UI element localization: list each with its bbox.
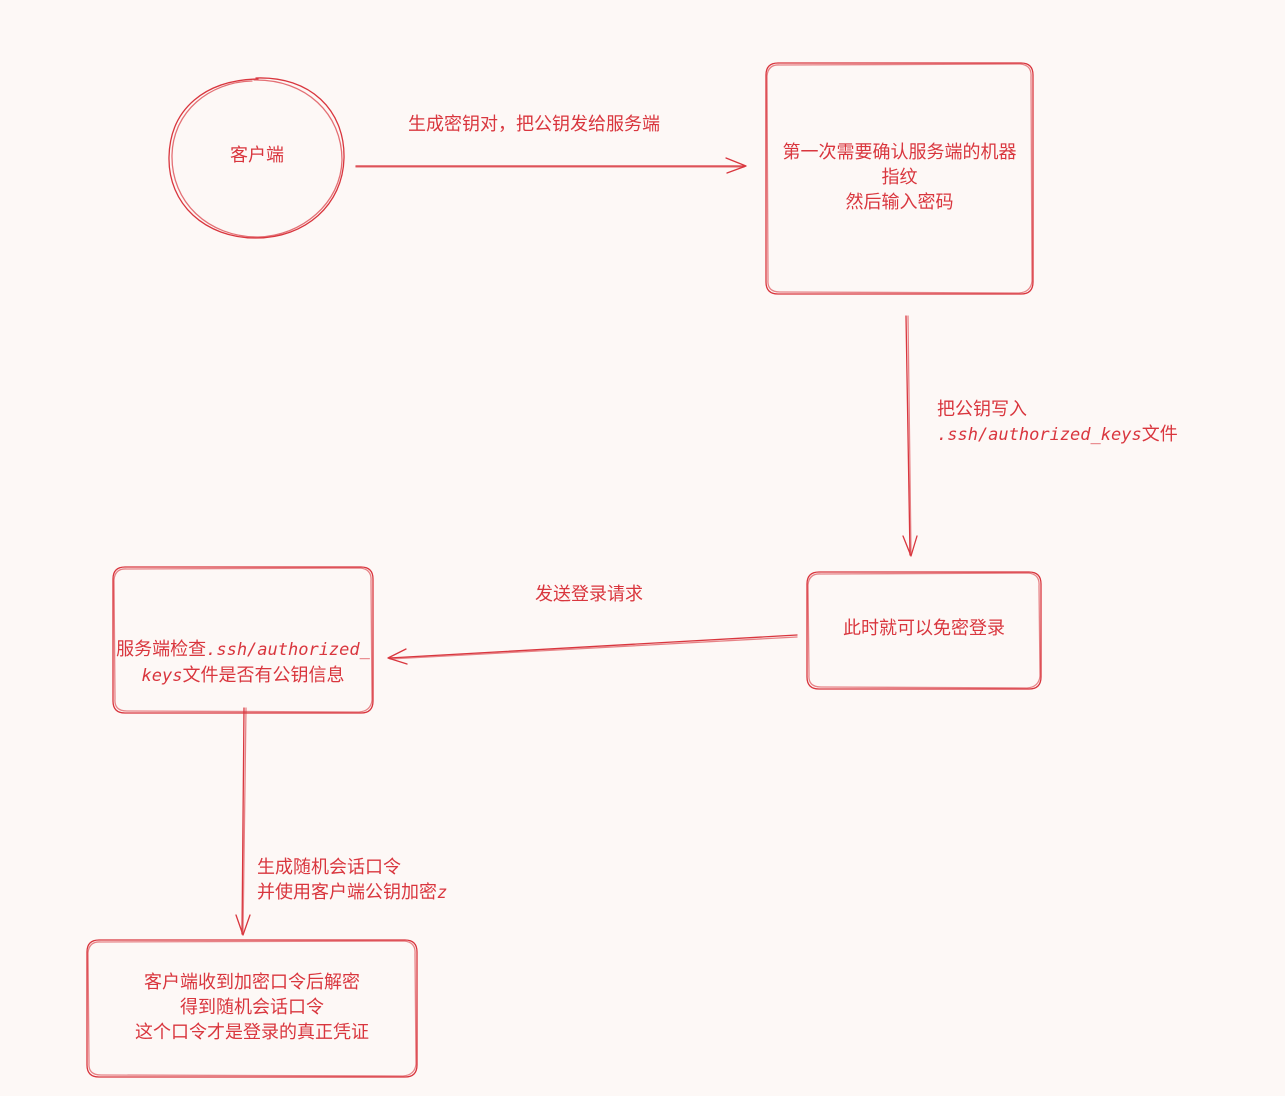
server-check-suffix: 文件是否有公钥信息: [182, 665, 345, 686]
write-key-line1: 把公钥写入: [937, 399, 1027, 420]
arrow-client-to-confirm: [355, 157, 747, 174]
edge-label-gen-token: 生成随机会话口令并使用客户端公钥加密z: [257, 830, 447, 906]
gen-token-line2: 并使用客户端公钥加密: [257, 882, 437, 903]
server-check-path-part1: .ssh/authorized_: [206, 640, 370, 660]
client-node-label: 客户端: [230, 144, 284, 166]
edge-label-write-key: 把公钥写入 .ssh/authorized_keys文件: [937, 372, 1178, 448]
write-key-suffix: 文件: [1141, 424, 1178, 445]
client-node-shape[interactable]: [168, 77, 345, 239]
edge-label-gen-keys: 生成密钥对，把公钥发给服务端: [408, 114, 660, 135]
edge-label-send-login: 发送登录请求: [535, 584, 643, 605]
gen-token-line1: 生成随机会话口令: [257, 857, 401, 878]
server-check-path-part2: keys: [141, 666, 183, 686]
server-check-prefix: 服务端检查: [116, 639, 207, 660]
passwordless-node-shape[interactable]: [806, 571, 1042, 690]
confirm-node-shape[interactable]: [765, 62, 1034, 295]
server-check-node-label: 服务端检查.ssh/authorized_keys文件是否有公钥信息: [113, 612, 373, 686]
arrow-passwordless-to-server: [387, 634, 798, 665]
decrypt-node-label: 客户端收到加密口令后解密 得到随机会话口令 这个口令才是登录的真正凭证: [135, 971, 369, 1043]
confirm-node-label: 第一次需要确认服务端的机器 指纹 然后输入密码: [782, 141, 1017, 213]
decrypt-node-shape[interactable]: [86, 939, 418, 1078]
arrow-confirm-to-passwordless: [902, 315, 918, 557]
gen-token-line2-suffix: z: [437, 883, 448, 903]
write-key-path: .ssh/authorized_keys: [937, 425, 1142, 445]
server-check-node-shape[interactable]: [112, 566, 374, 714]
passwordless-node-label: 此时就可以免密登录: [843, 617, 1005, 639]
arrow-server-to-decrypt: [235, 707, 251, 936]
